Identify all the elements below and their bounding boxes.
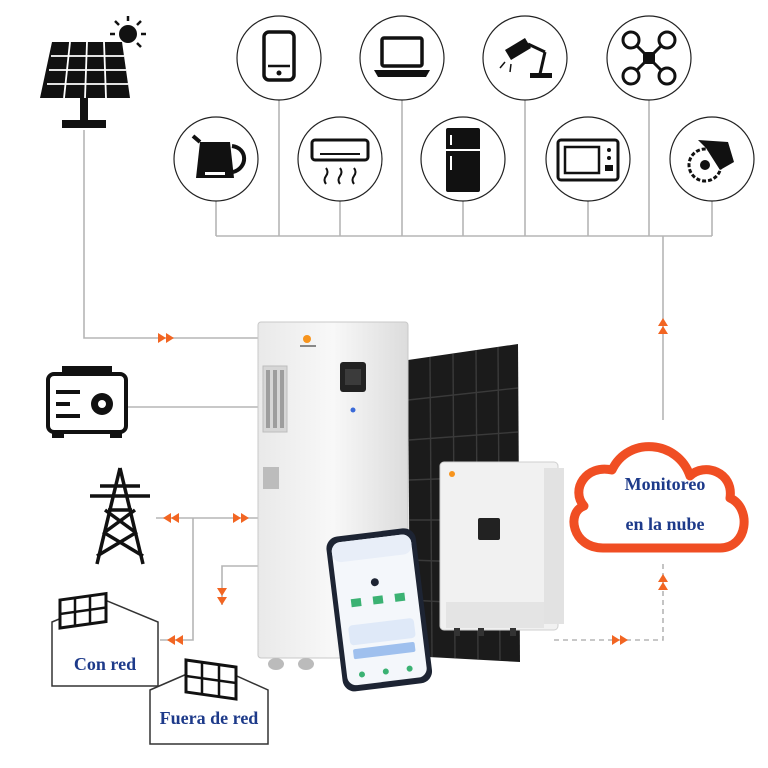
flow-arrows — [158, 318, 668, 645]
off-grid-house — [149, 658, 269, 745]
smartphone-icon — [236, 15, 322, 101]
microwave-icon — [545, 116, 631, 202]
drone-icon — [606, 15, 692, 101]
cloud-label-line1: Monitoreo — [624, 474, 706, 494]
circular-saw-icon — [669, 116, 755, 202]
laptop-icon — [359, 15, 445, 101]
desk-lamp-icon — [482, 15, 568, 101]
off-grid-label: Fuera de red — [159, 708, 259, 728]
on-grid-label: Con red — [73, 654, 137, 674]
refrigerator-icon — [420, 116, 506, 202]
solar-panel-icon — [40, 16, 146, 128]
air-conditioner-icon — [297, 116, 383, 202]
cloud-label-line2: en la nube — [625, 514, 705, 534]
generator-icon — [46, 366, 128, 438]
monitoring-app-phone — [326, 528, 433, 692]
power-tower-icon — [90, 467, 150, 565]
on-grid-house — [51, 591, 159, 687]
kettle-icon — [173, 116, 259, 202]
cloud-monitoring — [569, 442, 749, 553]
hybrid-inverter — [439, 461, 564, 636]
